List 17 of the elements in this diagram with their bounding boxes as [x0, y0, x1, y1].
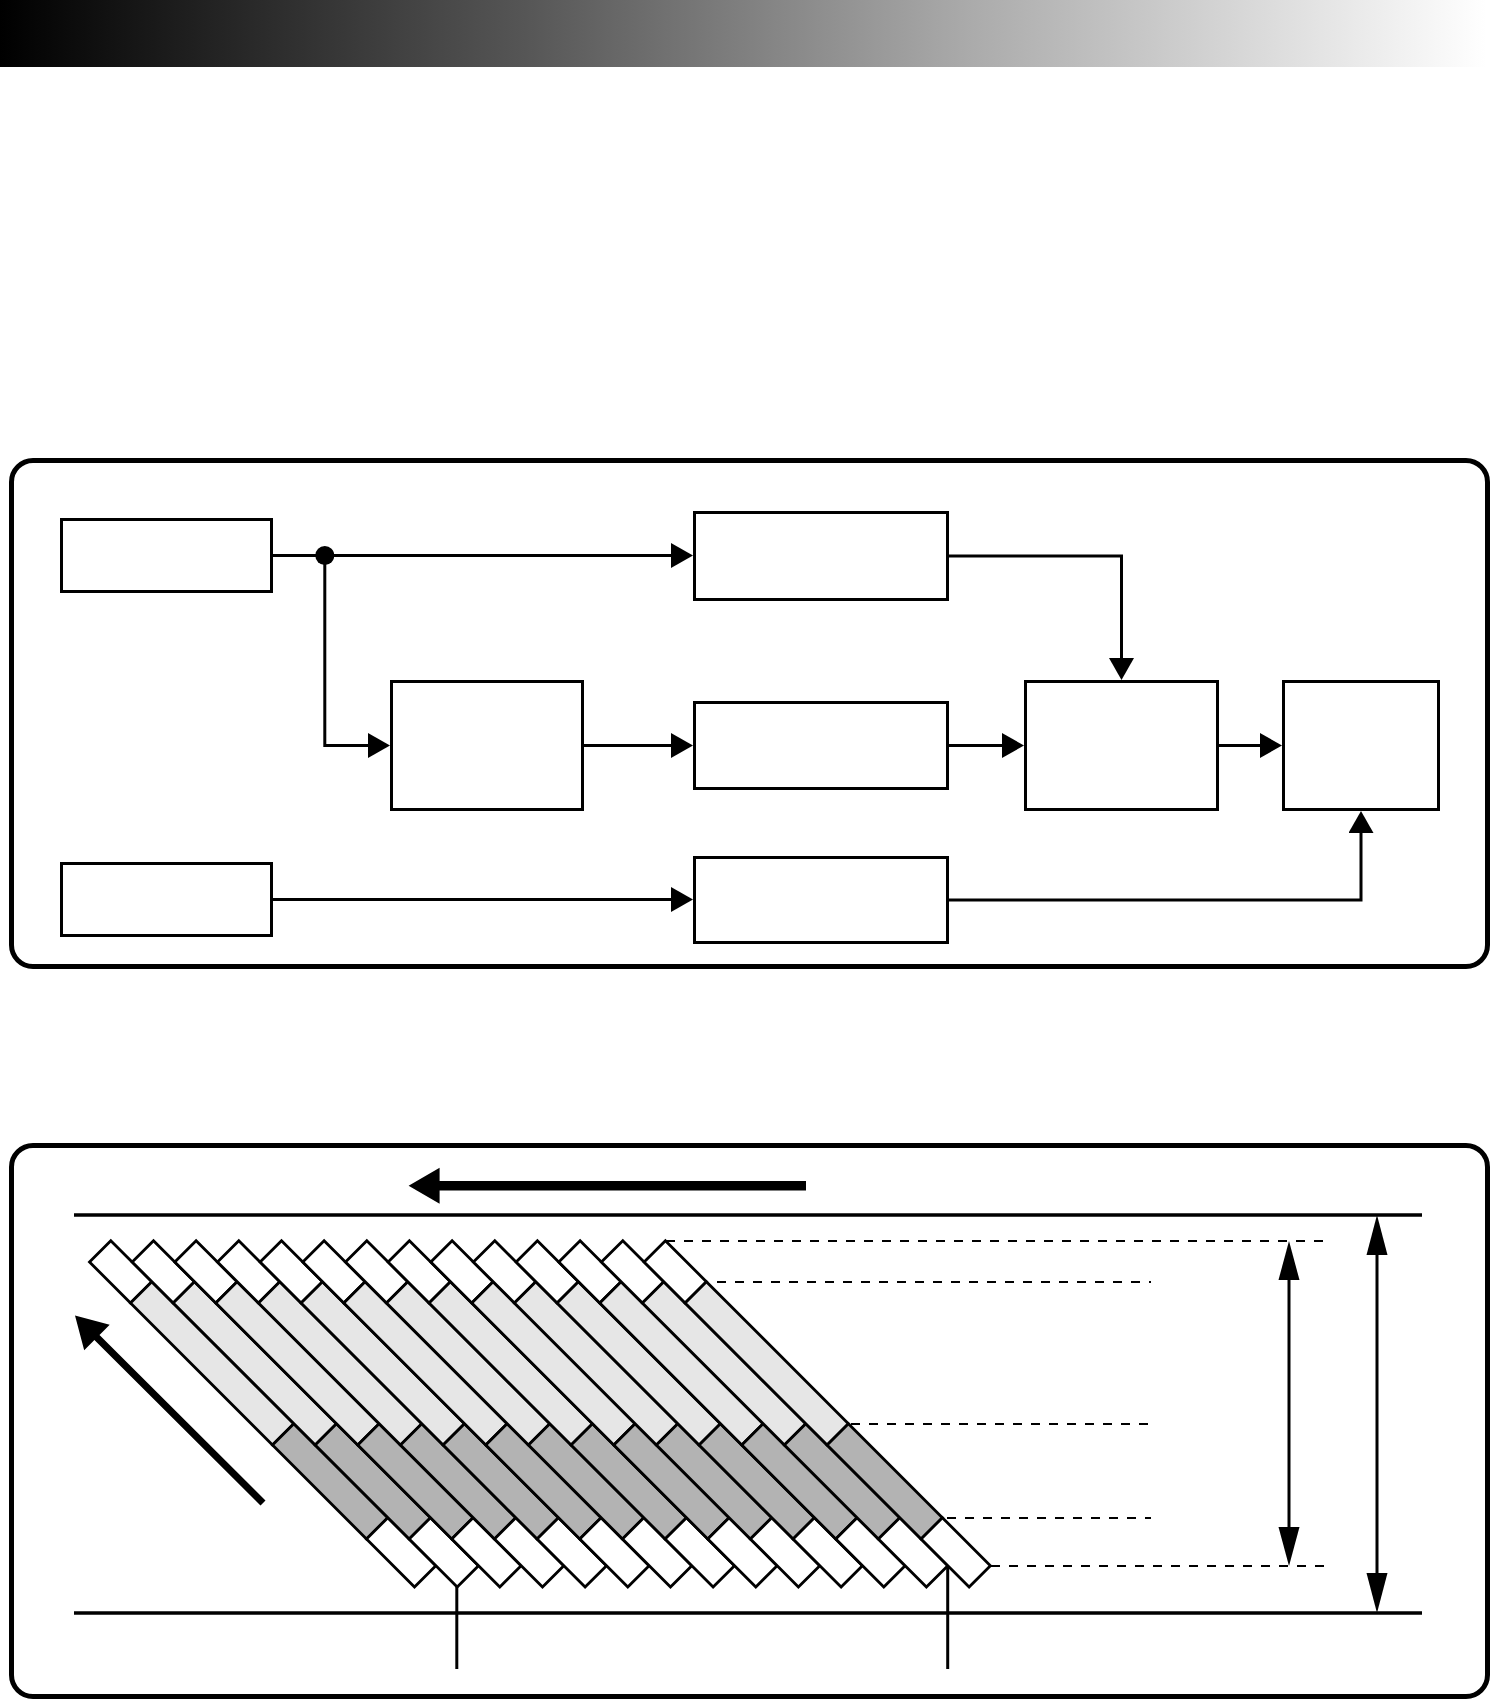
block-box: [390, 680, 584, 811]
panel-frame: [9, 458, 1490, 969]
block-box: [693, 856, 949, 944]
block-box: [1282, 680, 1440, 811]
arrow: [949, 554, 1134, 680]
arrow: [584, 733, 693, 758]
block-box: [693, 511, 949, 601]
arrow: [273, 887, 693, 912]
arrow: [949, 733, 1024, 758]
junction-line: [273, 546, 335, 565]
panel-frame: [9, 1143, 1490, 1699]
block-box: [60, 518, 273, 593]
block-box: [1024, 680, 1219, 811]
arrow: [949, 811, 1374, 902]
arrow: [1219, 733, 1282, 758]
block-box: [693, 701, 949, 790]
block-box: [60, 862, 273, 937]
